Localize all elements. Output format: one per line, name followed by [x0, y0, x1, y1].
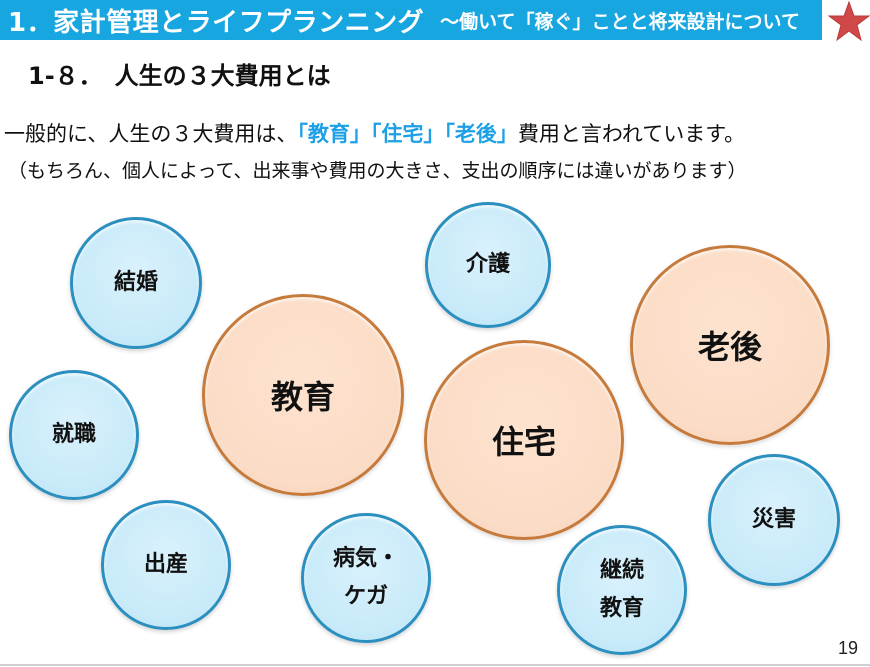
- bubble-employment: 就職: [9, 370, 139, 500]
- page-number: 19: [838, 638, 859, 658]
- header-subtitle: ～働いて「稼ぐ」ことと将来設計について: [440, 10, 800, 33]
- footer-divider: [0, 664, 870, 666]
- bubble-label: 結婚: [113, 269, 158, 295]
- bubble-housing: 住宅: [424, 340, 624, 540]
- bubble-label-line2: ケガ: [343, 584, 388, 609]
- bubble-marriage: 結婚: [70, 217, 202, 349]
- bubble-childbirth: 出産: [101, 500, 231, 630]
- header-title: 1．家計管理とライフプランニング: [8, 7, 425, 38]
- intro-after: 費用と言われています。: [517, 122, 746, 146]
- bubble-retirement: 老後: [630, 245, 830, 445]
- bubble-label: 介護: [465, 251, 510, 277]
- bubble-label-line1: 継続: [599, 557, 644, 583]
- intro-before: 一般的に、人生の３大費用は、: [4, 122, 298, 146]
- bubble-nursing-care: 介護: [425, 202, 551, 328]
- bubble-label: 災害: [751, 506, 796, 532]
- bubble-label: 老後: [697, 328, 762, 366]
- bubble-continuing-education: 継続 教育: [557, 525, 687, 655]
- bubble-label-line2: 教育: [599, 596, 644, 621]
- note-text: （もちろん、個人によって、出来事や費用の大きさ、支出の順序には違いがあります）: [8, 160, 747, 182]
- intro-text: 一般的に、人生の３大費用は、「教育」「住宅」「老後」費用と言われています。: [4, 118, 745, 148]
- bubble-label: 住宅: [491, 423, 556, 461]
- intro-highlight: 「教育」「住宅」「老後」: [297, 122, 518, 146]
- bubble-label: 出産: [143, 551, 188, 577]
- bubble-label-line1: 病気・: [332, 545, 399, 571]
- header-bar: 1．家計管理とライフプランニング ～働いて「稼ぐ」ことと将来設計について: [0, 0, 822, 40]
- bubble-education: 教育: [202, 294, 404, 496]
- bubble-label: 就職: [51, 421, 96, 447]
- section-title: 1-８． 人生の３大費用とは: [28, 62, 331, 90]
- bubble-label: 教育: [270, 378, 335, 416]
- bubble-disaster: 災害: [708, 454, 840, 586]
- bubble-illness-injury: 病気・ ケガ: [301, 513, 431, 643]
- red-star-icon: [828, 0, 870, 42]
